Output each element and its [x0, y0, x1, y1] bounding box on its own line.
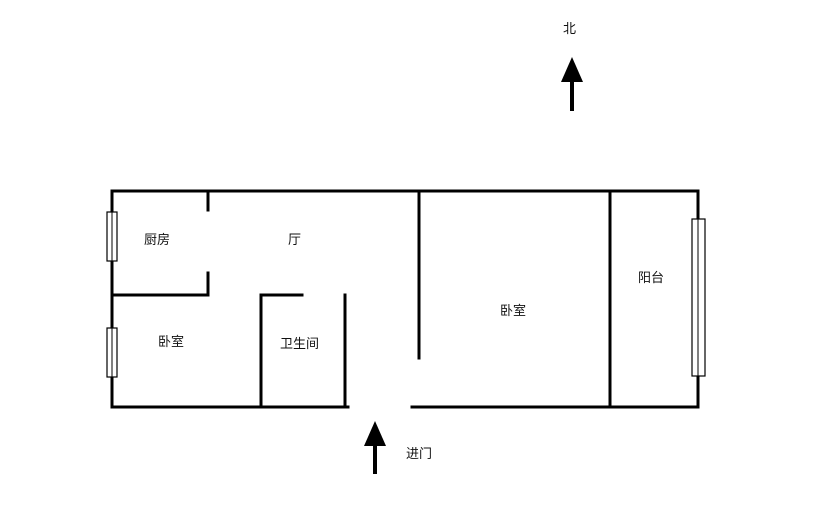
kitchen-window: [106, 211, 118, 262]
north-label: 北: [563, 22, 576, 37]
room-label-living-room: 厅: [288, 233, 301, 248]
entrance-arrow-icon: [364, 421, 386, 474]
room-label-balcony: 阳台: [638, 271, 664, 286]
north-arrow-icon: [561, 57, 583, 111]
balcony-window: [691, 218, 706, 377]
room-label-bedroom-small: 卧室: [158, 334, 184, 350]
room-label-bedroom-main: 卧室: [500, 303, 526, 319]
room-label-kitchen: 厨房: [144, 232, 170, 248]
bedroom-window: [106, 327, 118, 378]
walls: [110, 189, 700, 409]
entrance-label: 进门: [406, 447, 432, 462]
room-label-bathroom: 卫生间: [280, 337, 319, 352]
